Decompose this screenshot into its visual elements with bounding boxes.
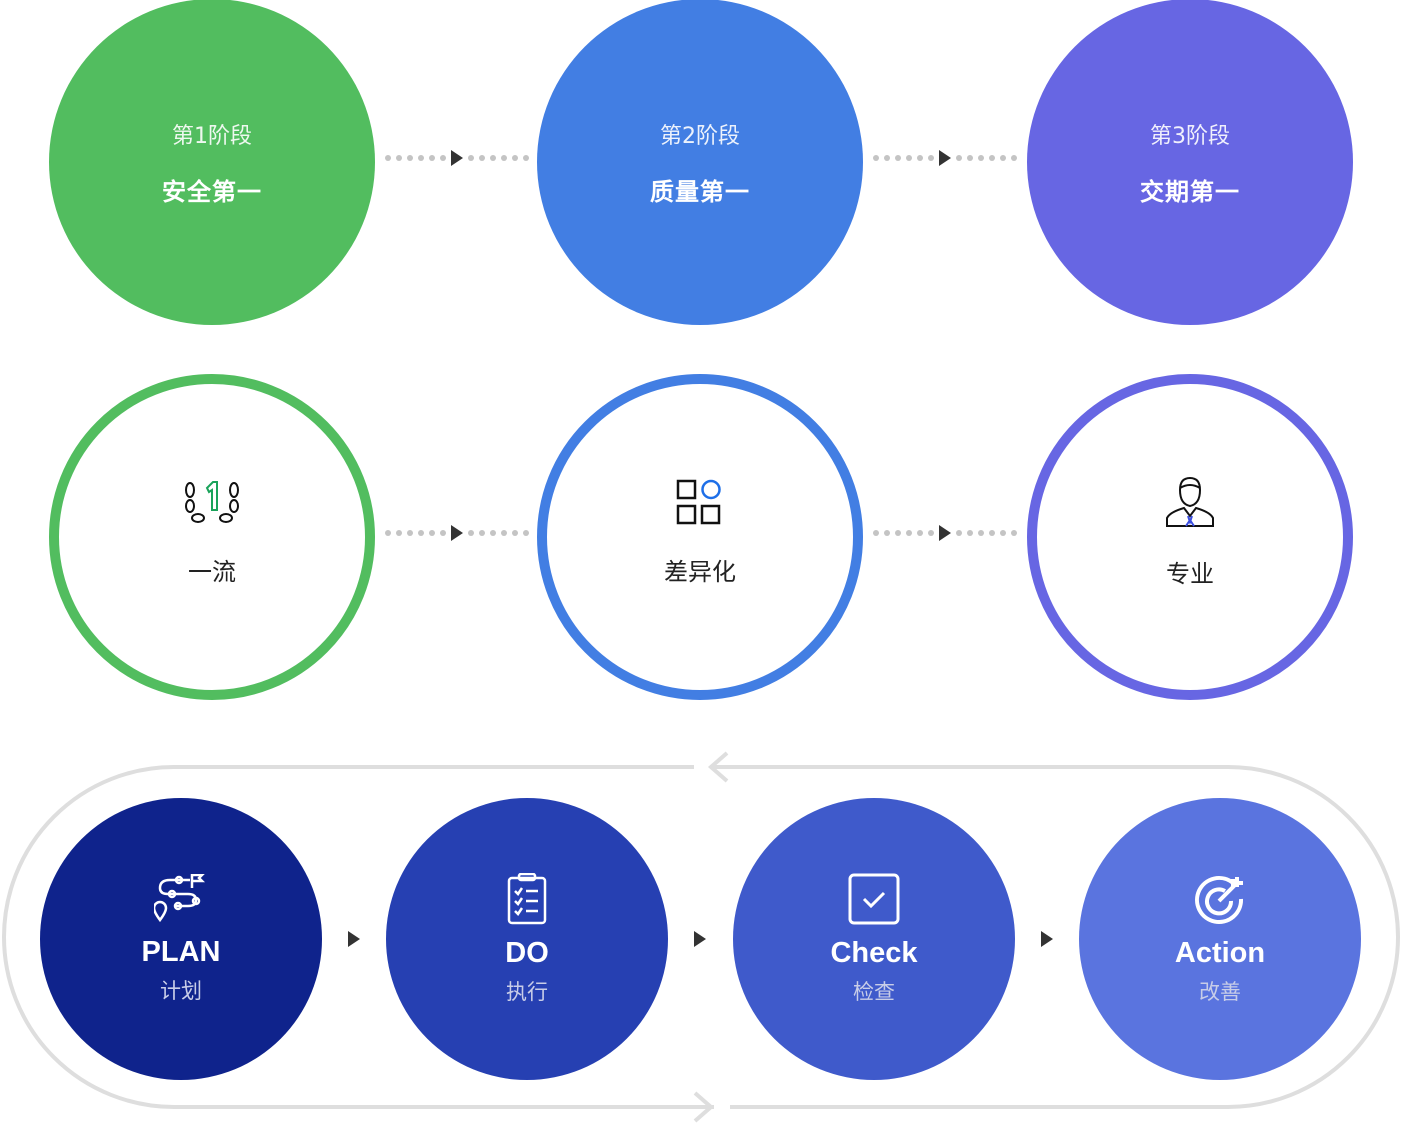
stage-label: 第3阶段 <box>1150 123 1230 149</box>
dotted-arrow-connector <box>385 150 529 166</box>
pdca-do-circle: DO 执行 <box>386 798 668 1080</box>
arrow-right-icon <box>1041 931 1053 947</box>
arrow-right-icon <box>694 931 706 947</box>
stage-2-circle: 第2阶段 质量第一 <box>537 0 863 325</box>
stage-title: 交期第一 <box>1140 177 1240 206</box>
clipboard-checklist-icon <box>507 872 547 924</box>
value-first-class-circle: 一流 <box>49 374 375 700</box>
stage-1-circle: 第1阶段 安全第一 <box>49 0 375 325</box>
pdca-title: Action <box>1174 936 1266 969</box>
pdca-subtitle: 检查 <box>853 979 895 1004</box>
value-title: 专业 <box>1166 559 1214 588</box>
dotted-arrow-connector <box>385 525 529 541</box>
grid-squares-circle-icon <box>676 479 721 524</box>
pdca-subtitle: 计划 <box>160 978 202 1003</box>
value-title: 差异化 <box>664 557 736 586</box>
professional-person-icon <box>1166 476 1214 527</box>
stage-label: 第2阶段 <box>660 123 740 149</box>
target-arrow-icon <box>1195 875 1244 924</box>
laurel-number-one-icon <box>185 480 239 523</box>
loop-arrow-left-icon <box>707 751 729 783</box>
checkbox-icon <box>848 873 900 924</box>
arrow-right-icon <box>348 931 360 947</box>
pdca-title: PLAN <box>141 935 221 968</box>
stage-title: 安全第一 <box>162 177 262 206</box>
pdca-plan-circle: PLAN 计划 <box>40 798 322 1080</box>
stage-label: 第1阶段 <box>172 123 252 149</box>
arrow-right-icon <box>939 525 951 541</box>
route-flag-icon <box>154 873 206 922</box>
dotted-arrow-connector <box>873 525 1017 541</box>
pdca-title: DO <box>505 936 549 969</box>
value-differentiation-circle: 差异化 <box>537 374 863 700</box>
pdca-action-circle: Action 改善 <box>1079 798 1361 1080</box>
pdca-subtitle: 改善 <box>1199 979 1241 1004</box>
pdca-subtitle: 执行 <box>506 979 548 1004</box>
pdca-check-circle: Check 检查 <box>733 798 1015 1080</box>
loop-arrow-right-icon <box>693 1091 715 1123</box>
value-title: 一流 <box>188 557 236 586</box>
stage-title: 质量第一 <box>650 177 750 206</box>
arrow-right-icon <box>939 150 951 166</box>
value-professional-circle: 专业 <box>1027 374 1353 700</box>
pdca-title: Check <box>830 936 918 969</box>
arrow-right-icon <box>451 150 463 166</box>
stage-3-circle: 第3阶段 交期第一 <box>1027 0 1353 325</box>
dotted-arrow-connector <box>873 150 1017 166</box>
arrow-right-icon <box>451 525 463 541</box>
